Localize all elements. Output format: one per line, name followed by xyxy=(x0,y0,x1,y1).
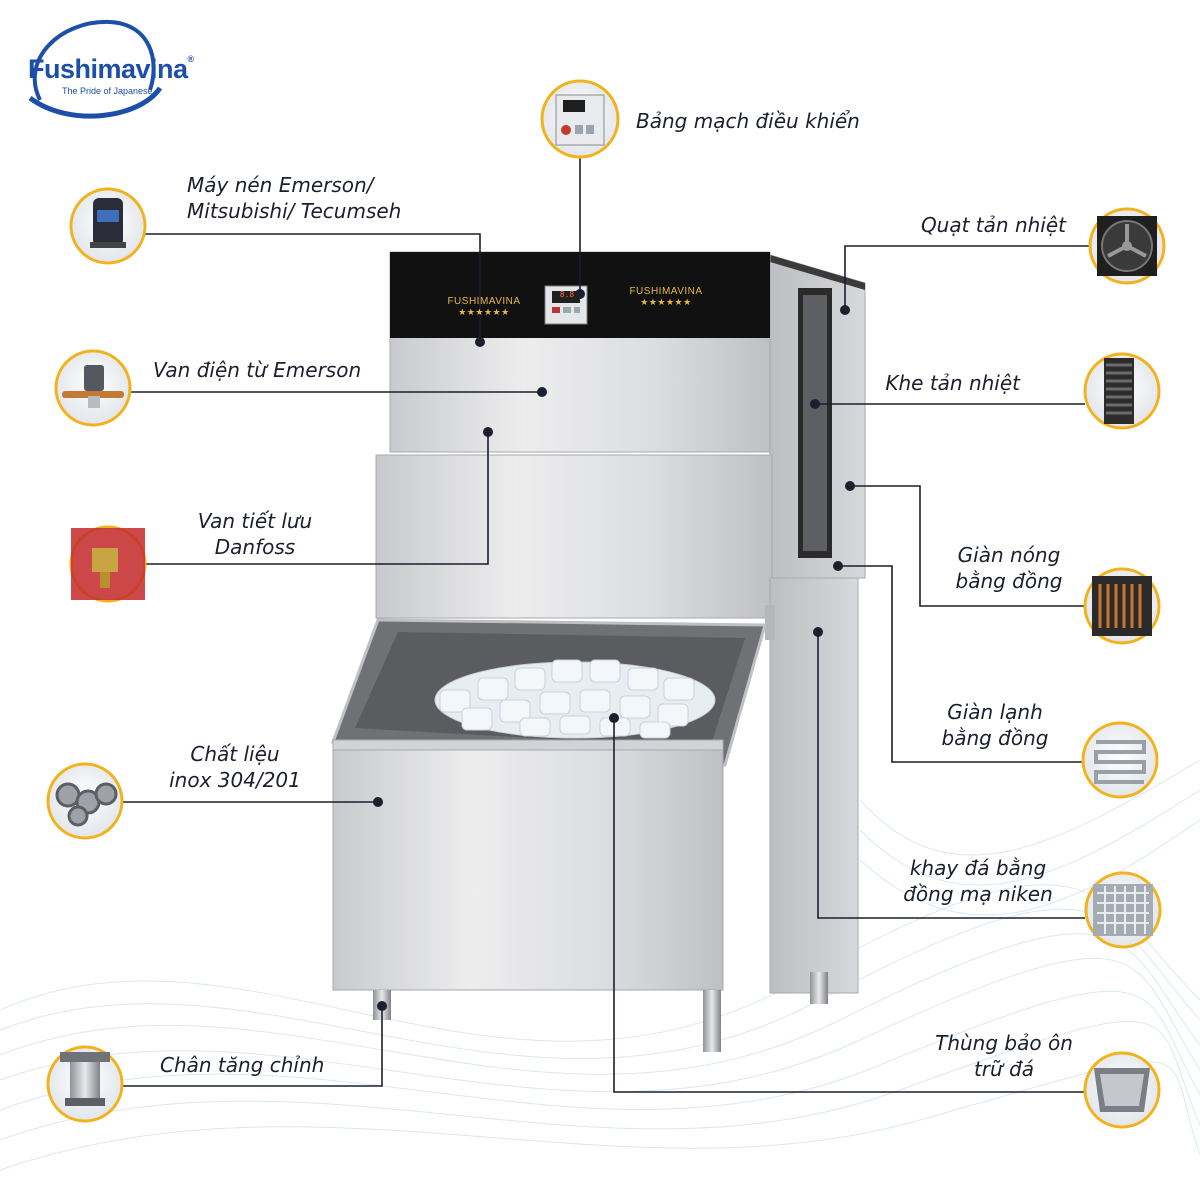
panel-brand-left: FUSHIMAVINA ★★★★★★ xyxy=(444,296,524,318)
label-condenser-line2: bằng đồng xyxy=(955,569,1063,593)
label-adjustable-feet: Chân tăng chỉnh xyxy=(160,1052,324,1078)
leader-storage-bin xyxy=(613,718,1085,1093)
adjustable-foot-icon xyxy=(46,1045,124,1123)
storage-bin-body xyxy=(332,744,724,991)
ice-machine xyxy=(330,251,866,1052)
leader-adjustable-feet xyxy=(122,1006,383,1087)
label-expansion-valve-line2: Danfoss xyxy=(214,535,296,559)
leader-ice-tray xyxy=(817,632,1085,919)
solenoid-valve-icon xyxy=(54,349,132,427)
logo-wordmark: Fushimavina® xyxy=(28,54,194,84)
machine-side-top xyxy=(770,255,865,290)
panel-brand-right-text: FUSHIMAVINA xyxy=(629,286,703,297)
adjustable-legs xyxy=(373,972,828,1052)
label-storage-bin-line1: Thùng bảo ôn xyxy=(935,1031,1073,1055)
panel-stars-left: ★★★★★★ xyxy=(458,307,510,317)
label-storage-bin: Thùng bảo ôn trữ đá xyxy=(924,1030,1084,1082)
label-condenser-line1: Giàn nóng xyxy=(957,543,1061,567)
storage-bin-icon xyxy=(1083,1051,1161,1129)
label-evaporator-line2: bằng đồng xyxy=(941,726,1049,750)
label-vent-slot: Khe tản nhiệt xyxy=(800,370,1020,396)
label-adjustable-feet-line1: Chân tăng chỉnh xyxy=(160,1053,325,1077)
ice-tray-icon xyxy=(1084,871,1162,949)
label-compressor-line2: Mitsubishi/ Tecumseh xyxy=(187,199,402,223)
label-solenoid-valve: Van điện từ Emerson xyxy=(153,357,361,383)
leader-end-dots xyxy=(373,289,855,1011)
label-evaporator-line1: Giàn lạnh xyxy=(947,700,1043,724)
label-control-board: Bảng mạch điều khiển xyxy=(636,108,860,134)
panel-display-readout: 8.8 xyxy=(559,290,575,299)
leader-lines xyxy=(122,158,1090,1093)
steel-pipes-icon xyxy=(46,762,124,840)
label-material: Chất liệu inox 304/201 xyxy=(160,741,310,793)
label-ice-tray-line2: đồng mạ niken xyxy=(903,882,1053,906)
label-control-board-line1: Bảng mạch điều khiển xyxy=(636,109,860,133)
label-ice-tray: khay đá bằng đồng mạ niken xyxy=(888,855,1068,907)
vent-slot-grille xyxy=(798,288,832,558)
compressor-icon xyxy=(69,187,147,265)
label-compressor: Máy nén Emerson/ Mitsubishi/ Tecumseh xyxy=(187,172,401,224)
control-panel-icon xyxy=(540,79,620,159)
label-solenoid-valve-line1: Van điện từ Emerson xyxy=(153,358,362,382)
background-waves xyxy=(0,759,1200,1171)
label-material-line1: Chất liệu xyxy=(190,742,280,766)
logo-swoosh xyxy=(28,19,163,119)
machine-middle-panel xyxy=(375,454,773,619)
label-compressor-line1: Máy nén Emerson/ xyxy=(187,173,374,197)
expansion-valve-icon xyxy=(69,525,147,603)
leader-condenser xyxy=(850,485,1085,607)
leader-expansion-valve xyxy=(145,432,489,565)
label-evaporator: Giàn lạnh bằng đồng xyxy=(920,699,1070,751)
label-cooling-fan-line1: Quạt tản nhiệt xyxy=(920,213,1066,237)
fan-icon xyxy=(1088,207,1166,285)
label-ice-tray-line1: khay đá bằng xyxy=(909,856,1047,880)
condenser-coil-icon xyxy=(1083,567,1161,645)
ice-cubes xyxy=(434,659,716,739)
machine-right-body xyxy=(769,577,859,994)
label-cooling-fan: Quạt tản nhiệt xyxy=(840,212,1066,238)
panel-brand-right: FUSHIMAVINA ★★★★★★ xyxy=(626,286,706,308)
label-expansion-valve-line1: Van tiết lưu xyxy=(197,509,313,533)
panel-stars-right: ★★★★★★ xyxy=(640,297,692,307)
label-storage-bin-line2: trữ đá xyxy=(973,1057,1035,1081)
label-vent-slot-line1: Khe tản nhiệt xyxy=(885,371,1020,395)
vent-grille-icon xyxy=(1083,352,1161,430)
leader-compressor xyxy=(145,233,481,342)
machine-hinge xyxy=(765,605,775,640)
evaporator-coil-icon xyxy=(1081,721,1159,799)
brand-logo: Fushimavina® The Pride of Japanese xyxy=(22,20,194,130)
panel-brand-left-text: FUSHIMAVINA xyxy=(447,296,521,307)
label-expansion-valve: Van tiết lưu Danfoss xyxy=(180,508,330,560)
label-material-line2: inox 304/201 xyxy=(169,768,301,792)
label-condenser: Giàn nóng bằng đồng xyxy=(934,542,1084,594)
logo-tagline: The Pride of Japanese xyxy=(62,86,153,96)
leader-cooling-fan xyxy=(844,245,1090,310)
leader-evaporator xyxy=(838,565,1085,763)
storage-bin-lip xyxy=(332,739,724,751)
